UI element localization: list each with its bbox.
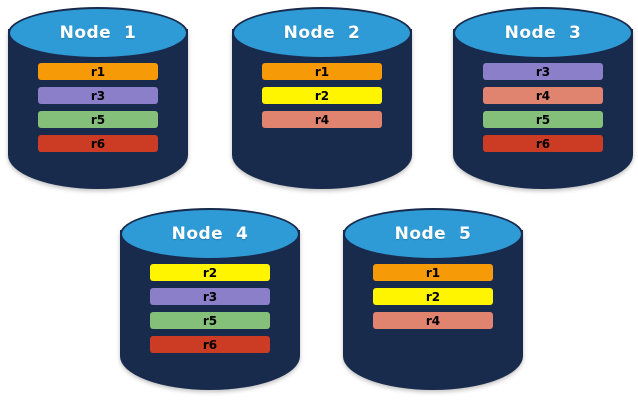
node-1[interactable]: r1 r3 r5 r6 Node 1 [8,7,188,189]
cylinder-top [8,7,188,59]
cylinder-top [120,208,300,260]
node-4[interactable]: r2 r3 r5 r6 Node 4 [120,208,300,390]
record-list: r3 r4 r5 r6 [483,63,603,152]
record-bar[interactable]: r4 [483,87,603,104]
record-list: r2 r3 r5 r6 [150,264,270,353]
record-bar[interactable]: r5 [150,312,270,329]
record-bar[interactable]: r6 [150,336,270,353]
cylinder-top [453,7,633,59]
record-bar[interactable]: r1 [38,63,158,80]
node-title: Node 3 [504,23,582,43]
node-2[interactable]: r1 r2 r4 Node 2 [232,7,412,189]
record-bar[interactable]: r6 [483,135,603,152]
record-bar[interactable]: r1 [373,264,493,281]
record-bar[interactable]: r6 [38,135,158,152]
record-bar[interactable]: r3 [38,87,158,104]
node-3[interactable]: r3 r4 r5 r6 Node 3 [453,7,633,189]
record-bar[interactable]: r3 [150,288,270,305]
record-bar[interactable]: r2 [262,87,382,104]
record-bar[interactable]: r3 [483,63,603,80]
record-list: r1 r3 r5 r6 [38,63,158,152]
node-title: Node 5 [394,224,472,244]
node-title: Node 2 [283,23,361,43]
node-5[interactable]: r1 r2 r4 Node 5 [343,208,523,390]
record-bar[interactable]: r4 [262,111,382,128]
record-bar[interactable]: r2 [150,264,270,281]
node-title: Node 4 [171,224,249,244]
node-title: Node 1 [59,23,137,43]
cylinder-top [343,208,523,260]
record-bar[interactable]: r1 [262,63,382,80]
record-bar[interactable]: r2 [373,288,493,305]
cylinder-top [232,7,412,59]
record-bar[interactable]: r5 [483,111,603,128]
record-bar[interactable]: r4 [373,312,493,329]
record-list: r1 r2 r4 [373,264,493,329]
record-list: r1 r2 r4 [262,63,382,128]
record-bar[interactable]: r5 [38,111,158,128]
